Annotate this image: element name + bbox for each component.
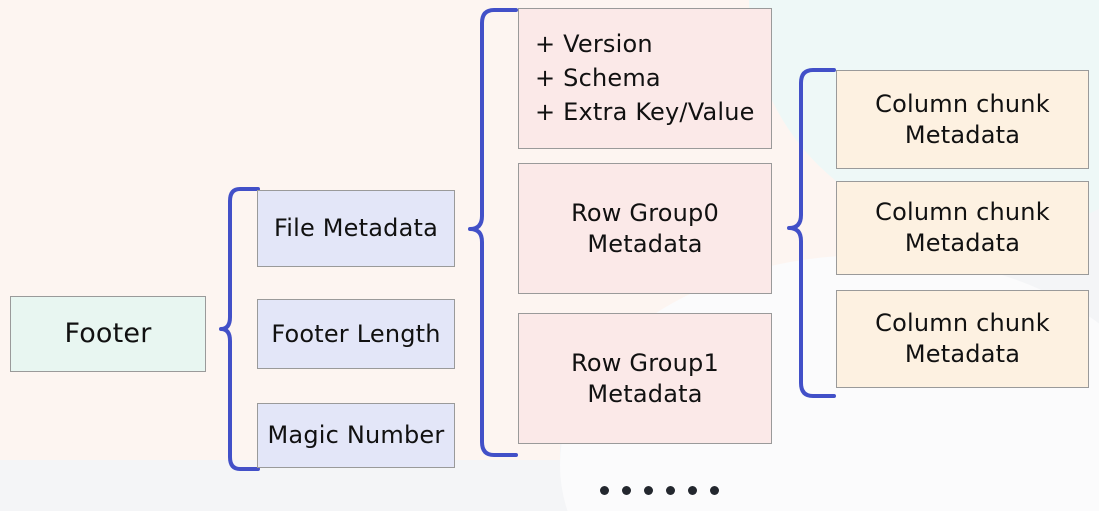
node-column-chunk-1-line1: Column chunk: [875, 198, 1050, 227]
node-column-chunk-0[interactable]: Column chunk Metadata: [836, 70, 1089, 169]
node-row-group-0-line2: Metadata: [587, 229, 703, 258]
node-file-metadata-label: File Metadata: [273, 214, 439, 243]
node-row-group-1-line1: Row Group1: [571, 348, 719, 377]
node-column-chunk-1-line2: Metadata: [904, 229, 1021, 257]
node-column-chunk-1[interactable]: Column chunk Metadata: [836, 181, 1089, 275]
cream-ellipse-shape: [0, 0, 970, 460]
node-magic-number[interactable]: Magic Number: [257, 403, 455, 468]
field-schema: + Schema: [535, 64, 661, 93]
node-footer[interactable]: Footer: [10, 296, 206, 372]
ellipsis-dot: [600, 486, 609, 495]
node-column-chunk-2-line1: Column chunk: [875, 309, 1050, 338]
field-version: + Version: [535, 30, 653, 59]
node-row-group-0[interactable]: Row Group0 Metadata: [518, 163, 772, 294]
node-row-group-1-line2: Metadata: [587, 379, 703, 408]
row-group-brace: [787, 68, 836, 398]
ellipsis-dot: [710, 486, 719, 495]
node-row-group-0-line1: Row Group0: [571, 198, 719, 227]
node-footer-label: Footer: [64, 317, 152, 349]
ellipsis-dot: [666, 486, 675, 495]
node-column-chunk-2[interactable]: Column chunk Metadata: [836, 290, 1089, 388]
node-column-chunk-0-line1: Column chunk: [875, 89, 1050, 118]
row-group-continuation-ellipsis: [600, 486, 719, 495]
node-file-metadata-fields[interactable]: + Version + Schema + Extra Key/Value: [518, 8, 772, 149]
node-file-metadata[interactable]: File Metadata: [257, 190, 455, 267]
node-column-chunk-2-line2: Metadata: [904, 340, 1021, 368]
node-footer-length-label: Footer Length: [271, 319, 441, 348]
ellipsis-dot: [688, 486, 697, 495]
file-metadata-brace: [468, 8, 518, 457]
node-magic-number-label: Magic Number: [267, 421, 445, 450]
node-row-group-1[interactable]: Row Group1 Metadata: [518, 313, 772, 444]
node-column-chunk-0-line2: Metadata: [904, 120, 1021, 149]
field-extra-key-value: + Extra Key/Value: [535, 97, 755, 126]
ellipsis-dot: [622, 486, 631, 495]
node-footer-length[interactable]: Footer Length: [257, 299, 455, 369]
ellipsis-dot: [644, 486, 653, 495]
